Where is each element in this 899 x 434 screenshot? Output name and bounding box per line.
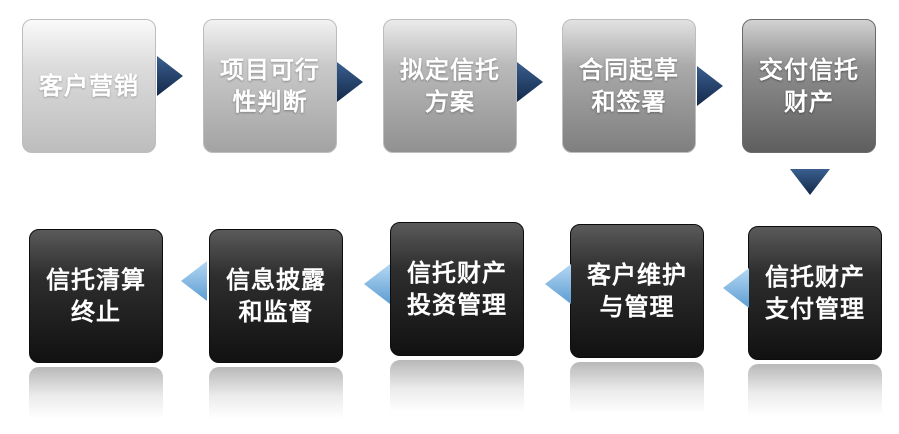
step-trust-plan-drafting: 拟定信托方案 (383, 19, 517, 153)
step-information-disclosure: 信息披露和监督 (209, 229, 343, 363)
step-customer-marketing: 客户营销 (22, 19, 156, 153)
arrow-down-icon (790, 169, 830, 195)
step-trust-property-payment-management: 信托财产支付管理 (748, 226, 882, 360)
arrow-left-icon (723, 268, 749, 308)
arrow-right-icon (517, 62, 543, 102)
step-customer-maintenance: 客户维护与管理 (570, 224, 704, 358)
step-label: 拟定信托方案 (400, 56, 500, 116)
arrow-left-icon (181, 261, 207, 301)
step-label: 客户营销 (39, 72, 139, 100)
box-reflection (390, 360, 524, 412)
step-label: 合同起草和签署 (579, 56, 679, 116)
step-label: 信托财产投资管理 (407, 259, 507, 319)
box-reflection (209, 367, 343, 419)
step-label: 信托财产支付管理 (765, 263, 865, 323)
box-reflection (748, 364, 882, 416)
step-label: 信息披露和监督 (226, 266, 326, 326)
step-deliver-trust-property: 交付信托财产 (742, 19, 876, 153)
arrow-left-icon (364, 264, 390, 304)
arrow-right-icon (337, 62, 363, 102)
arrow-left-icon (545, 264, 571, 304)
step-trust-liquidation: 信托清算终止 (29, 229, 163, 363)
box-reflection (570, 362, 704, 414)
arrow-right-icon (697, 66, 723, 106)
step-label: 信托清算终止 (46, 266, 146, 326)
step-contract-drafting: 合同起草和签署 (562, 19, 696, 153)
step-label: 交付信托财产 (759, 56, 859, 116)
box-reflection (29, 367, 163, 419)
arrow-right-icon (157, 56, 183, 96)
step-label: 客户维护与管理 (587, 261, 687, 321)
step-trust-property-investment-management: 信托财产投资管理 (390, 222, 524, 356)
step-project-feasibility: 项目可行性判断 (203, 19, 337, 153)
step-label: 项目可行性判断 (220, 56, 320, 116)
